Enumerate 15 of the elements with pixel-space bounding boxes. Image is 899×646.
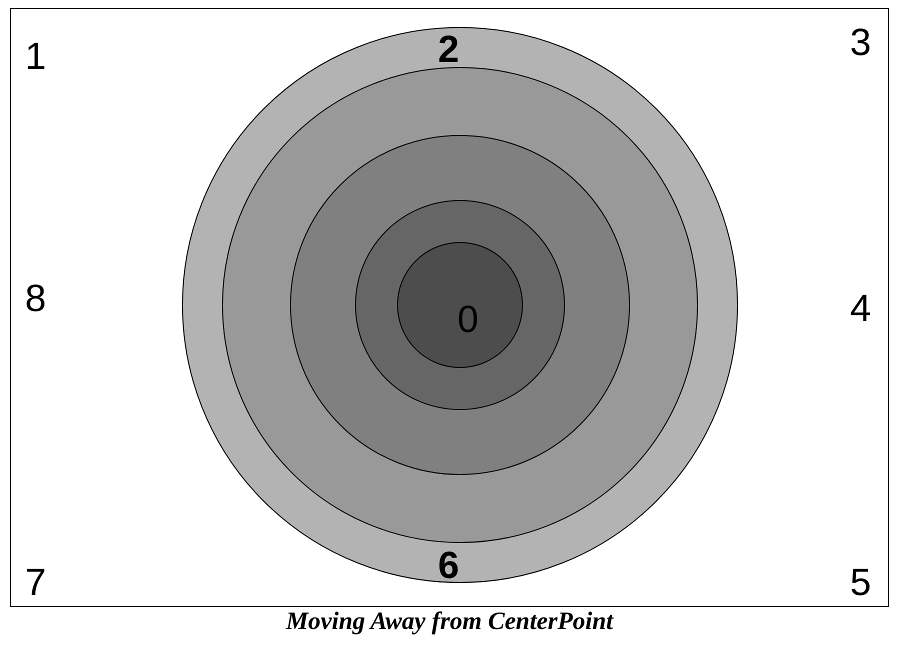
ring-circle: [182, 27, 738, 583]
caption: Moving Away from CenterPoint: [284, 608, 615, 636]
direction-number: 7: [25, 564, 46, 602]
direction-number: 1: [25, 38, 46, 76]
ring-circle: [355, 200, 565, 410]
direction-number: 5: [850, 564, 872, 602]
direction-number: 4: [850, 290, 872, 328]
center-circle: [397, 242, 523, 368]
direction-number: 3: [850, 24, 872, 62]
direction-number: 8: [25, 280, 46, 318]
direction-number: 2: [438, 31, 460, 69]
center-number: 0: [457, 301, 479, 339]
ring-circle: [222, 67, 698, 543]
ring-circle: [290, 135, 630, 475]
direction-number: 6: [438, 547, 460, 585]
